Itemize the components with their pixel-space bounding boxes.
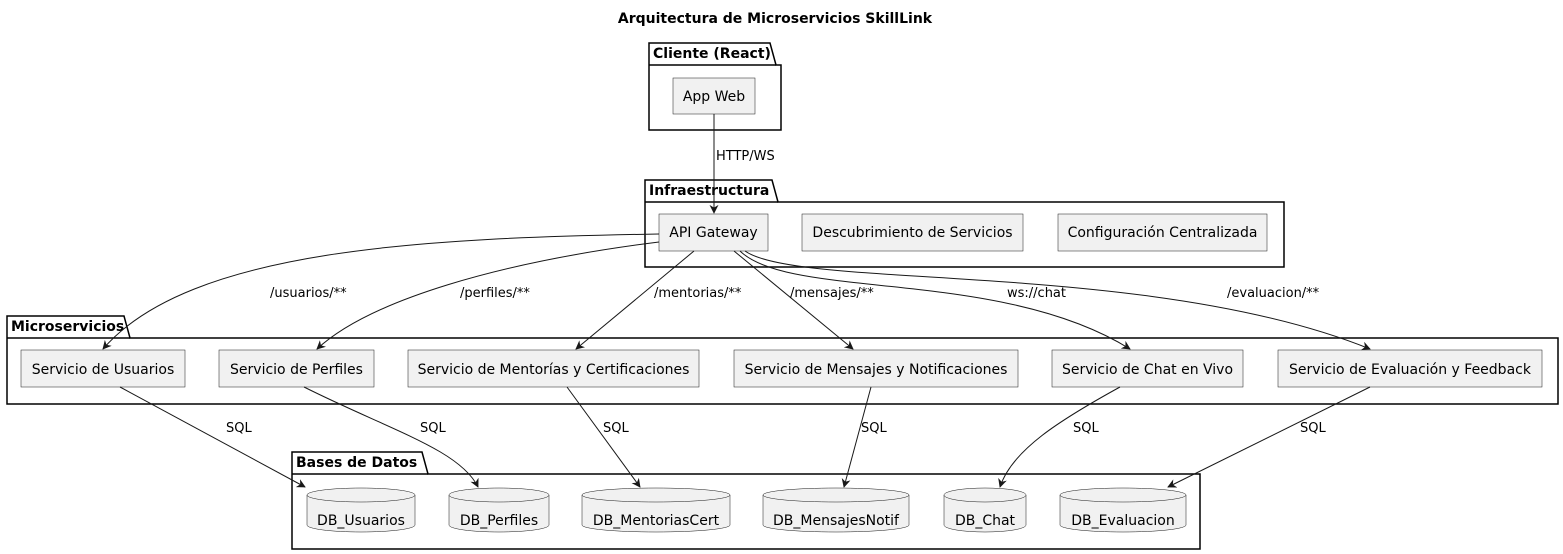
node-app-web: App Web (672, 77, 756, 115)
svg-text:/perfiles/**: /perfiles/** (460, 286, 530, 301)
db-chat: DB_Chat (943, 487, 1027, 533)
edge-gateway-perfiles: /perfiles/** (316, 241, 660, 350)
svg-text:DB_MentoriasCert: DB_MentoriasCert (593, 513, 720, 529)
svg-text:DB_Usuarios: DB_Usuarios (317, 513, 405, 529)
svg-text:/evaluacion/**: /evaluacion/** (1227, 286, 1320, 301)
edge-chat-db: SQL (998, 386, 1121, 488)
svg-text:DB_Chat: DB_Chat (955, 513, 1016, 529)
db-mentorias-cert: DB_MentoriasCert (581, 487, 731, 533)
db-evaluacion: DB_Evaluacion (1059, 487, 1187, 533)
node-service-mensajes: Servicio de Mensajes y Notificaciones (733, 349, 1019, 388)
svg-text:/mentorias/**: /mentorias/** (654, 286, 742, 301)
node-service-chat: Servicio de Chat en Vivo (1051, 349, 1244, 388)
diagram-title: Arquitectura de Microservicios SkillLink (618, 11, 933, 27)
svg-text:Servicio de Chat en Vivo: Servicio de Chat en Vivo (1062, 362, 1233, 378)
package-micro-label: Microservicios (11, 319, 124, 335)
package-infra: Infraestructura (644, 179, 1285, 268)
edge-gateway-mentorias: /mentorias/** (575, 250, 742, 350)
svg-text:SQL: SQL (420, 421, 446, 436)
edge-client-gateway: HTTP/WS (709, 114, 775, 214)
svg-text:SQL: SQL (603, 421, 629, 436)
svg-text:Configuración Centralizada: Configuración Centralizada (1068, 225, 1258, 241)
svg-text:Servicio de Usuarios: Servicio de Usuarios (32, 362, 174, 378)
svg-text:API Gateway: API Gateway (669, 225, 757, 241)
package-microservices: Microservicios (6, 315, 1559, 405)
node-service-discovery: Descubrimiento de Servicios (801, 213, 1024, 252)
package-client-label: Cliente (React) (653, 46, 771, 62)
edge-gateway-usuarios: /usuarios/** (102, 233, 660, 350)
svg-text:DB_Perfiles: DB_Perfiles (460, 513, 538, 529)
edge-gateway-evaluacion: /evaluacion/** (744, 250, 1371, 351)
svg-text:Servicio de Evaluación y Feedb: Servicio de Evaluación y Feedback (1289, 362, 1532, 378)
svg-text:Descubrimiento de Servicios: Descubrimiento de Servicios (812, 225, 1012, 241)
node-service-mentorias: Servicio de Mentorías y Certificaciones (407, 349, 700, 388)
svg-text:Servicio de Mentorías y Certif: Servicio de Mentorías y Certificaciones (418, 362, 690, 378)
package-databases: Bases de Datos (291, 451, 1201, 550)
edge-mensajes-db: SQL (841, 386, 887, 488)
edge-gateway-chat: ws://chat (739, 250, 1131, 350)
svg-text:Servicio de Perfiles: Servicio de Perfiles (230, 362, 363, 378)
db-mensajes-notif: DB_MensajesNotif (762, 487, 910, 533)
node-api-gateway: API Gateway (658, 213, 769, 252)
svg-text:HTTP/WS: HTTP/WS (716, 149, 775, 164)
svg-text:DB_Evaluacion: DB_Evaluacion (1071, 513, 1174, 529)
edge-gateway-mensajes: /mensajes/** (733, 250, 874, 350)
node-service-perfiles: Servicio de Perfiles (218, 349, 375, 388)
node-service-usuarios: Servicio de Usuarios (20, 349, 186, 388)
svg-text:SQL: SQL (1300, 421, 1326, 436)
edge-usuarios-db: SQL (119, 386, 306, 488)
svg-text:SQL: SQL (226, 421, 252, 436)
svg-text:/mensajes/**: /mensajes/** (790, 286, 874, 301)
svg-text:ws://chat: ws://chat (1007, 286, 1066, 301)
svg-text:DB_MensajesNotif: DB_MensajesNotif (773, 513, 900, 529)
svg-text:Servicio de Mensajes y Notific: Servicio de Mensajes y Notificaciones (745, 362, 1008, 378)
svg-text:/usuarios/**: /usuarios/** (270, 286, 347, 301)
edge-perfiles-db: SQL (303, 386, 479, 488)
db-usuarios: DB_Usuarios (306, 487, 416, 533)
node-service-evaluacion: Servicio de Evaluación y Feedback (1277, 349, 1543, 388)
edge-evaluacion-db: SQL (1167, 386, 1371, 488)
package-infra-label: Infraestructura (649, 183, 769, 199)
edge-mentorias-db: SQL (566, 386, 641, 488)
package-db-label: Bases de Datos (296, 455, 417, 471)
package-client: Cliente (React) (648, 42, 782, 131)
svg-text:SQL: SQL (1073, 421, 1099, 436)
svg-text:App Web: App Web (683, 89, 745, 105)
svg-text:SQL: SQL (861, 421, 887, 436)
db-perfiles: DB_Perfiles (448, 487, 550, 533)
node-centralized-config: Configuración Centralizada (1057, 213, 1268, 252)
